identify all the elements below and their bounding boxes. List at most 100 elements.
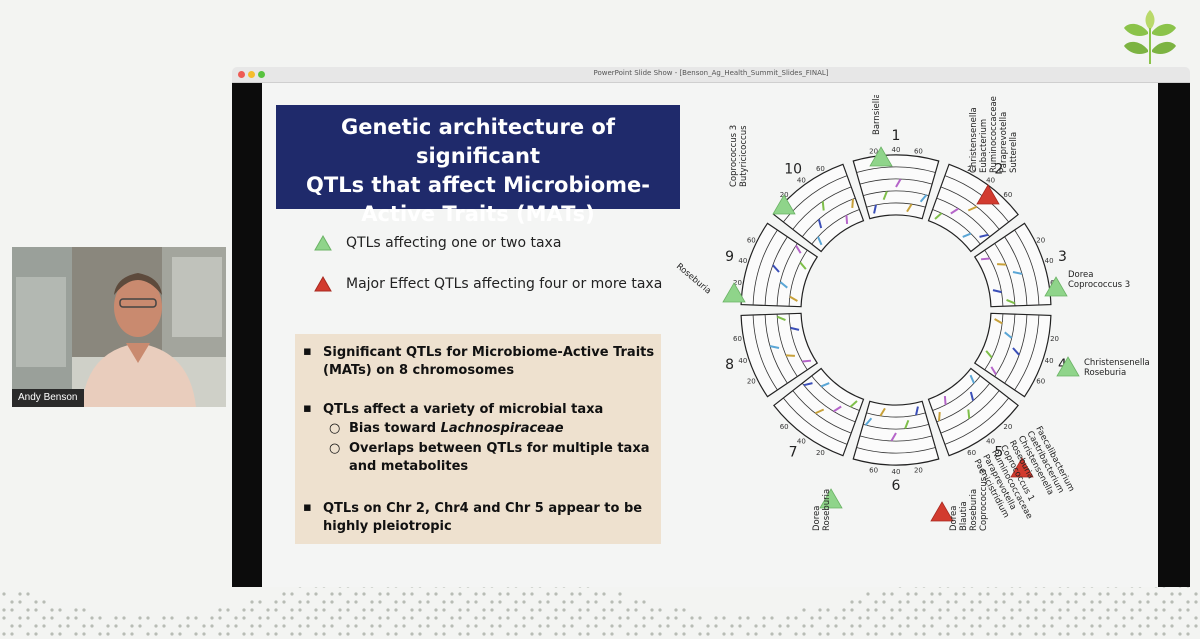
slide-title-line: Active Traits (MATs) (361, 202, 595, 226)
red-triangle-icon (314, 276, 332, 292)
axis-tick-label: 60 (733, 335, 742, 343)
sub-bullet-text: Overlaps between QTLs for multiple taxa (349, 441, 650, 456)
chromosome-sector (773, 163, 865, 253)
axis-tick-label: 60 (816, 165, 825, 173)
axis-tick-label: 20 (1036, 236, 1045, 244)
legend-major-qtl: Major Effect QTLs affecting four or more… (314, 276, 662, 292)
taxon-name-italic: Lachnospiraceae (440, 421, 564, 436)
slide-title: Genetic architecture of significant QTLs… (276, 105, 680, 226)
chromosome-label: 1 (892, 128, 901, 144)
taxon-label: Roseburia (822, 489, 832, 531)
taxon-label: Coprococcus 3 (1068, 280, 1130, 290)
chromosome-sector (740, 222, 819, 308)
video-frame (12, 247, 226, 407)
taxon-label: Coprococcus 3 (979, 469, 989, 531)
axis-tick-label: 60 (967, 449, 976, 457)
close-window-button[interactable] (238, 71, 245, 78)
axis-tick-label: 40 (986, 177, 995, 185)
bullet-text: (MATs) on 8 chromosomes (323, 363, 515, 378)
bullet-text: highly pleiotropic (323, 519, 452, 534)
taxon-label: Coprococcus 3 (729, 125, 739, 187)
sub-bullet-item: ○Bias toward Lachnospiraceae (329, 421, 564, 436)
axis-tick-label: 20 (747, 378, 756, 386)
green-triangle-icon (314, 235, 332, 251)
legend-minor-qtl: QTLs affecting one or two taxa (314, 235, 561, 251)
bullet-item: ▪QTLs affect a variety of microbial taxa (303, 401, 604, 417)
circos-qtl-plot: 1 20 40 60 2 20 40 60 3 20 40 60 4 20 40 60 5 20 40 60 6 20 40… (674, 95, 1150, 531)
chromosome-label: 6 (892, 478, 901, 494)
chromosome-sector (927, 163, 1019, 253)
axis-tick-label: 60 (747, 236, 756, 244)
axis-tick-label: 20 (1003, 423, 1012, 431)
chromosome-label: 2 (994, 161, 1003, 177)
axis-tick-label: 20 (914, 466, 923, 474)
sub-bullet-text: and metabolites (349, 459, 469, 474)
taxon-label: Christensenella (1084, 358, 1150, 368)
axis-tick-label: 40 (797, 437, 806, 445)
taxon-label: Sutterella (1009, 132, 1019, 173)
axis-tick-label: 20 (816, 449, 825, 457)
bullet-item: ▪QTLs on Chr 2, Chr4 and Chr 5 appear to… (303, 500, 643, 534)
axis-tick-label: 60 (1003, 191, 1012, 199)
bullet-item: ▪Significant QTLs for Microbiome-Active … (303, 344, 655, 378)
summary-bullets: ▪Significant QTLs for Microbiome-Active … (295, 334, 661, 544)
qtl-annotation: Barnsiella (869, 95, 893, 167)
qtl-marker-triangle (772, 194, 796, 215)
sub-bullet-item: ○Overlaps between QTLs for multiple taxa… (329, 441, 650, 474)
axis-tick-label: 20 (967, 165, 976, 173)
bullet-text: Significant QTLs for Microbiome-Active T… (323, 345, 655, 360)
chromosome-label: 3 (1058, 249, 1067, 265)
chromosome-label: 7 (789, 445, 798, 461)
axis-tick-label: 40 (738, 257, 747, 265)
bullet-text: QTLs on Chr 2, Chr4 and Chr 5 appear to … (323, 501, 643, 516)
qtl-marker-triangle (819, 488, 843, 509)
qtl-marker-triangle (1044, 276, 1068, 297)
chromosome-label: 4 (1058, 357, 1067, 373)
taxon-label: Paraprevotella (999, 112, 1009, 173)
axis-tick-label: 40 (797, 177, 806, 185)
axis-tick-label: 40 (892, 468, 901, 476)
window-title: PowerPoint Slide Show - [Benson_Ag_Healt… (593, 69, 829, 77)
leaf-logo-icon (1124, 10, 1176, 64)
chromosome-label: 8 (725, 357, 734, 373)
chromosome-label: 9 (725, 249, 734, 265)
qtl-marker-triangle (976, 184, 1000, 205)
maximize-window-button[interactable] (258, 71, 265, 78)
window-titlebar: PowerPoint Slide Show - [Benson_Ag_Healt… (232, 67, 1190, 83)
participant-video[interactable] (12, 247, 226, 407)
chromosome-sector (973, 312, 1052, 398)
axis-tick-label: 60 (780, 423, 789, 431)
slide-title-line: Genetic architecture of significant (341, 115, 615, 168)
taxon-label: Barnsiella (872, 95, 882, 135)
axis-tick-label: 20 (1050, 335, 1059, 343)
qtl-marker-triangle (722, 282, 746, 303)
chromosome-sector (852, 154, 940, 220)
qtl-marker-triangle (1056, 356, 1080, 377)
chromosome-sector (852, 400, 940, 466)
legend-label: Major Effect QTLs affecting four or more… (346, 276, 663, 292)
qtl-marker-triangle (930, 501, 954, 522)
taxon-label: Roseburia (969, 489, 979, 531)
chromosome-label: 10 (784, 161, 802, 177)
chromosome-sector (927, 367, 1019, 457)
bullet-text: QTLs affect a variety of microbial taxa (323, 402, 604, 417)
qtl-marker-triangle (869, 146, 893, 167)
axis-tick-label: 40 (1045, 257, 1054, 265)
axis-tick-label: 60 (1036, 378, 1045, 386)
taxon-label: Christensenella (969, 107, 979, 173)
chromosome-sector (973, 222, 1052, 308)
sub-bullet-text: Bias toward (349, 421, 441, 436)
axis-tick-label: 60 (869, 466, 878, 474)
qtl-marker-triangle (1010, 457, 1034, 478)
letterbox-right (1158, 83, 1190, 587)
taxon-label: Eubacterium (979, 119, 989, 173)
minimize-window-button[interactable] (248, 71, 255, 78)
chromosome-sector (773, 367, 865, 457)
chromosome-label: 5 (994, 445, 1003, 461)
taxon-label: Ruminococcaceae (989, 96, 999, 173)
